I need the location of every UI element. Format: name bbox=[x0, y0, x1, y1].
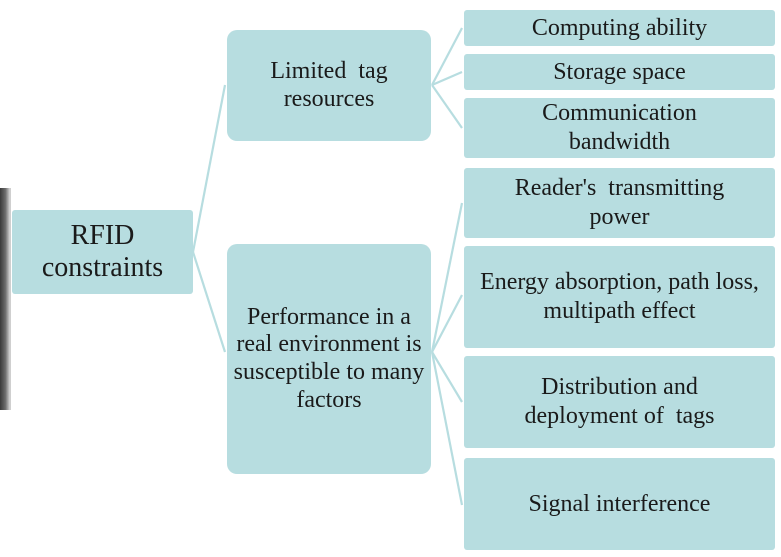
leaf-reader-transmitting-power: Reader's transmitting power bbox=[464, 168, 775, 238]
connector-root-to-performance bbox=[191, 251, 227, 353]
leaf-storage-space: Storage space bbox=[464, 54, 775, 90]
leaf-computing-ability: Computing ability bbox=[464, 10, 775, 46]
leaf-computing-ability-label: Computing ability bbox=[531, 14, 708, 41]
connector-tag-resources-to-bandwidth bbox=[431, 84, 463, 129]
leaf-signal-interference-label: Signal interference bbox=[528, 490, 711, 517]
leaf-communication-bandwidth: Communication bandwidth bbox=[464, 98, 775, 158]
node-rfid-constraints: RFID constraints bbox=[12, 210, 193, 294]
connector-tag-resources-to-computing bbox=[431, 27, 463, 86]
leaf-signal-interference: Signal interference bbox=[464, 458, 775, 550]
cropped-photo-edge bbox=[0, 188, 11, 410]
connector-performance-to-reader-power bbox=[430, 202, 464, 353]
leaf-reader-transmitting-power-label: Reader's transmitting power bbox=[514, 175, 731, 230]
node-limited-tag-resources: Limited tag resources bbox=[227, 30, 431, 141]
node-performance-real-environment: Performance in a real environment is sus… bbox=[227, 244, 431, 474]
connector-performance-to-energy-absorption bbox=[431, 294, 463, 353]
leaf-distribution-deployment-label: Distribution and deployment of tags bbox=[524, 374, 715, 429]
node-rfid-constraints-label: RFID constraints bbox=[41, 219, 164, 283]
leaf-energy-absorption-label: Energy absorption, path loss, multipath … bbox=[480, 269, 759, 324]
connector-performance-to-interference bbox=[430, 351, 464, 506]
leaf-energy-absorption: Energy absorption, path loss, multipath … bbox=[464, 246, 775, 348]
connector-tag-resources-to-storage bbox=[431, 70, 463, 87]
leaf-distribution-deployment: Distribution and deployment of tags bbox=[464, 356, 775, 448]
leaf-communication-bandwidth-label: Communication bandwidth bbox=[542, 100, 697, 155]
node-performance-real-environment-label: Performance in a real environment is sus… bbox=[233, 303, 425, 413]
connector-root-to-tag-resources bbox=[191, 84, 227, 253]
connector-performance-to-deployment bbox=[431, 351, 463, 403]
leaf-storage-space-label: Storage space bbox=[553, 58, 686, 85]
node-limited-tag-resources-label: Limited tag resources bbox=[270, 57, 394, 112]
